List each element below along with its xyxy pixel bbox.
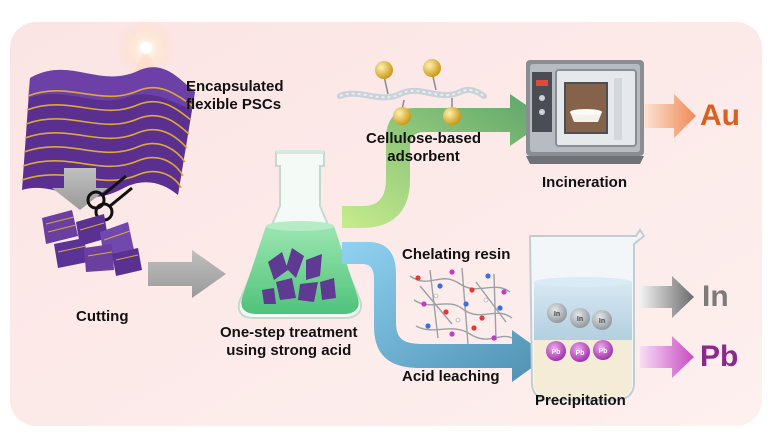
blue-arrow — [342, 242, 548, 382]
cellulose-adsorbent-illustration — [337, 59, 487, 125]
chelating-resin-illustration — [409, 267, 513, 345]
scissors-icon — [86, 174, 133, 222]
cellulose-line-1: Cellulose-based — [366, 130, 482, 147]
precipitation-label: Precipitation — [535, 392, 626, 409]
oven-illustration — [526, 60, 644, 164]
cutting-label: Cutting — [76, 308, 129, 325]
pb-particle-label: Pb — [552, 349, 561, 356]
au-arrow — [644, 94, 696, 138]
down-arrow — [52, 168, 108, 210]
in-particle-label: In — [577, 316, 583, 323]
pb-arrow — [640, 336, 694, 378]
one-step-line-2: using strong acid — [226, 342, 352, 359]
acid-leaching-label: Acid leaching — [402, 368, 500, 385]
one-step-line-1: One-step treatment — [220, 324, 358, 341]
in-arrow — [640, 276, 694, 318]
pb-product-label: Pb — [700, 340, 739, 373]
encapsulated-line-1: Encapsulated — [186, 78, 284, 95]
green-arrow — [342, 94, 548, 228]
cellulose-adsorbent-label: Cellulose-based adsorbent — [366, 130, 481, 166]
flexible-psc-illustration — [21, 18, 195, 198]
cellulose-line-2: adsorbent — [387, 148, 460, 165]
pb-particles — [546, 340, 613, 362]
incineration-label: Incineration — [542, 174, 628, 191]
pb-particle-label: Pb — [576, 350, 585, 357]
one-step-treatment-label: One-step treatment using strong acid — [220, 324, 358, 360]
in-particle-label: In — [599, 318, 605, 325]
erlenmeyer-flask — [237, 150, 362, 319]
in-product-label: In — [702, 280, 729, 313]
au-product-label: Au — [700, 99, 740, 132]
to-flask-arrow — [148, 250, 226, 298]
encapsulated-line-2: flexible PSCs — [186, 96, 282, 113]
pb-particle-label: Pb — [599, 348, 608, 355]
cut-pieces — [42, 210, 142, 276]
chelating-resin-label: Chelating resin — [402, 246, 511, 263]
encapsulated-psc-label: Encapsulated flexible PSCs — [186, 78, 284, 114]
in-particles — [547, 303, 612, 330]
in-particle-label: In — [554, 311, 560, 318]
